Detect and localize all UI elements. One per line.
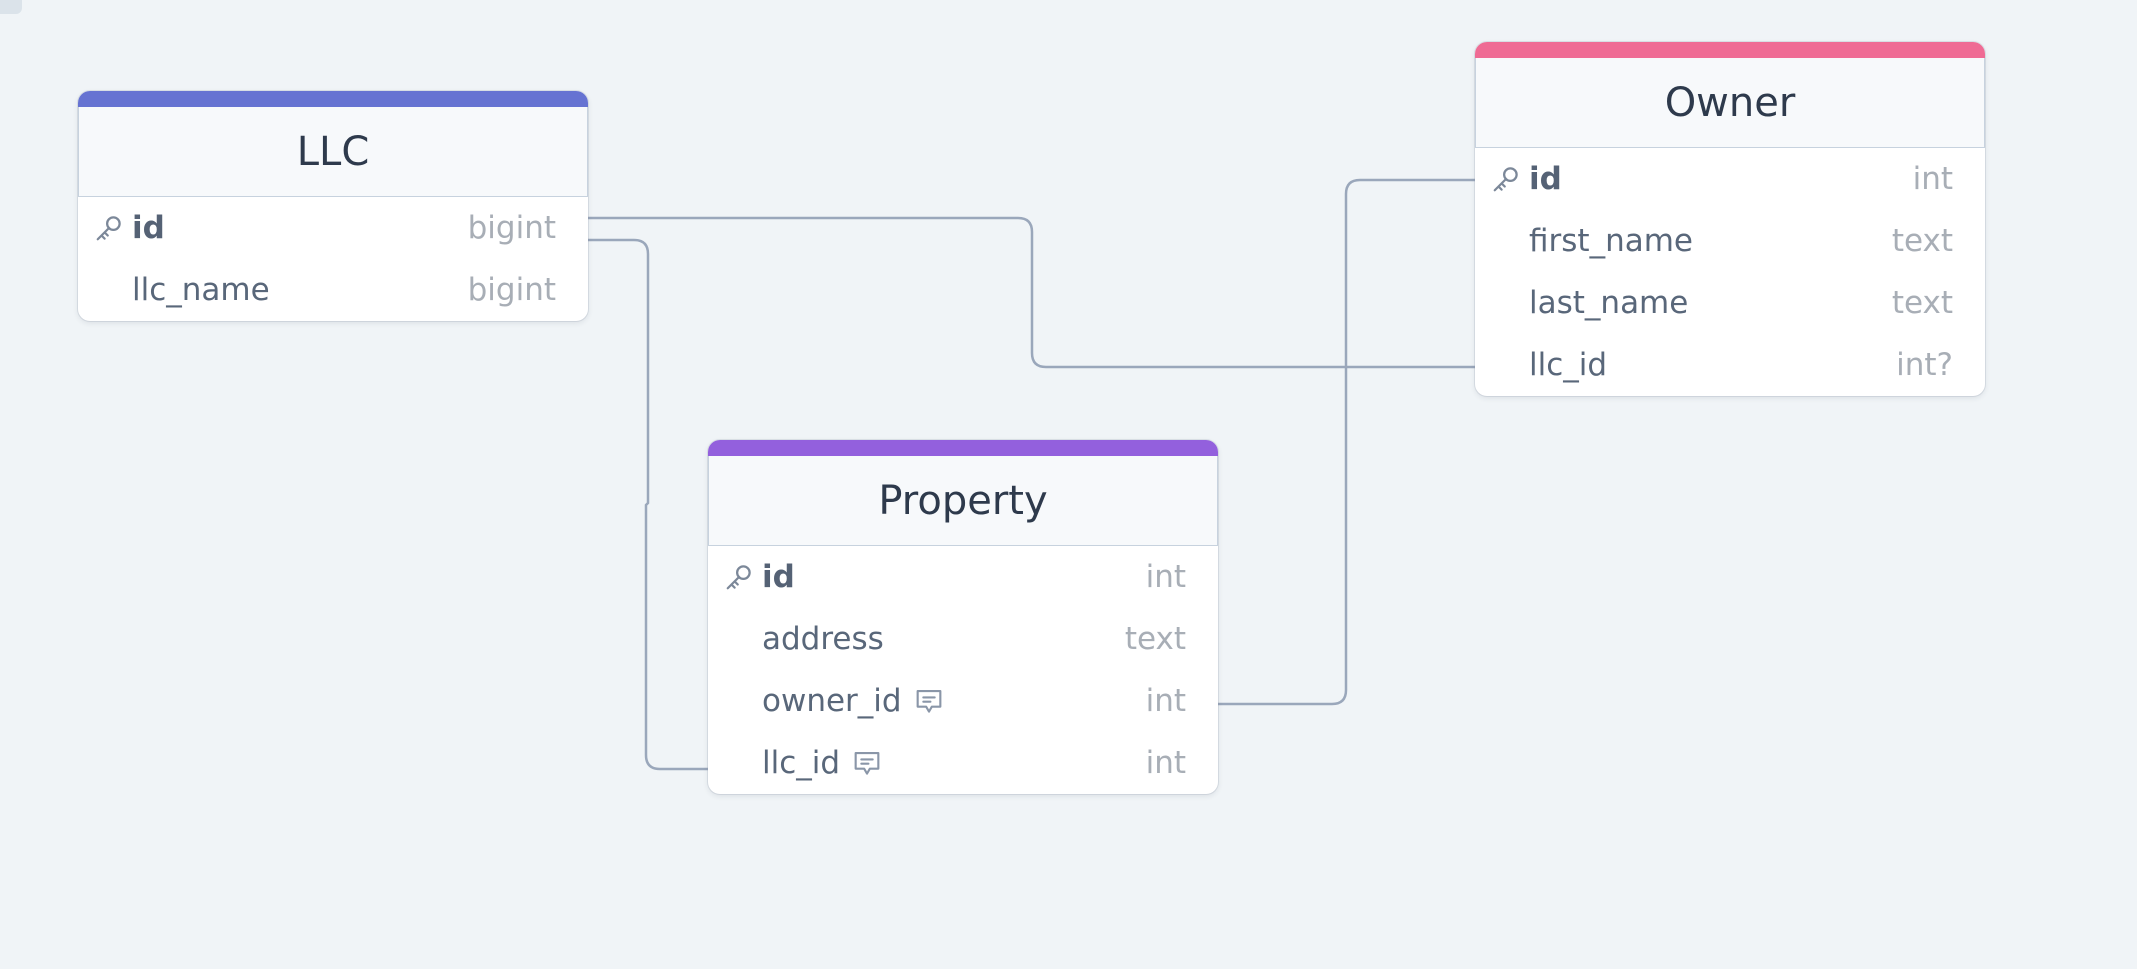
column-row-llc-id[interactable]: llc_id int?: [1475, 334, 1985, 396]
table-property[interactable]: Property id int address text owner_id in…: [708, 440, 1218, 794]
table-owner[interactable]: Owner id int first_name text last_name t…: [1475, 42, 1985, 396]
comment-icon[interactable]: [912, 684, 946, 718]
table-accent-bar: [1475, 42, 1985, 58]
column-row-id[interactable]: id int: [1475, 148, 1985, 210]
column-row-id[interactable]: id int: [708, 546, 1218, 608]
key-icon: [94, 213, 132, 243]
column-name: address: [762, 621, 884, 657]
column-type: text: [1124, 621, 1186, 657]
column-type: int: [1145, 745, 1186, 781]
column-name: first_name: [1529, 223, 1693, 259]
column-name: last_name: [1529, 285, 1689, 321]
column-row-llc-name[interactable]: llc_name bigint: [78, 259, 588, 321]
column-name: id: [132, 210, 165, 246]
column-name: llc_name: [132, 272, 270, 308]
column-name: llc_id: [1529, 347, 1608, 383]
column-type: text: [1891, 223, 1953, 259]
column-row-last-name[interactable]: last_name text: [1475, 272, 1985, 334]
key-icon: [1491, 164, 1529, 194]
key-icon: [724, 562, 762, 592]
column-type: bigint: [467, 210, 556, 246]
column-type: text: [1891, 285, 1953, 321]
column-type: int?: [1896, 347, 1953, 383]
table-title[interactable]: Property: [708, 456, 1218, 546]
edge-llc-property[interactable]: [588, 238, 708, 771]
edge-llc-owner[interactable]: [588, 216, 1475, 369]
table-llc[interactable]: LLC id bigint llc_name bigint: [78, 91, 588, 321]
column-name: owner_id: [762, 683, 902, 719]
table-accent-bar: [78, 91, 588, 107]
table-accent-bar: [708, 440, 1218, 456]
column-type: bigint: [467, 272, 556, 308]
canvas-corner-tab: [0, 0, 22, 14]
column-type: int: [1145, 559, 1186, 595]
column-row-owner-id[interactable]: owner_id int: [708, 670, 1218, 732]
column-type: int: [1912, 161, 1953, 197]
column-name: id: [1529, 161, 1562, 197]
comment-icon[interactable]: [850, 746, 884, 780]
column-row-llc-id[interactable]: llc_id int: [708, 732, 1218, 794]
column-type: int: [1145, 683, 1186, 719]
edge-property-owner[interactable]: [1218, 178, 1475, 706]
column-row-id[interactable]: id bigint: [78, 197, 588, 259]
table-title[interactable]: Owner: [1475, 58, 1985, 148]
table-title[interactable]: LLC: [78, 107, 588, 197]
column-row-address[interactable]: address text: [708, 608, 1218, 670]
column-row-first-name[interactable]: first_name text: [1475, 210, 1985, 272]
column-name: llc_id: [762, 745, 841, 781]
column-name: id: [762, 559, 795, 595]
